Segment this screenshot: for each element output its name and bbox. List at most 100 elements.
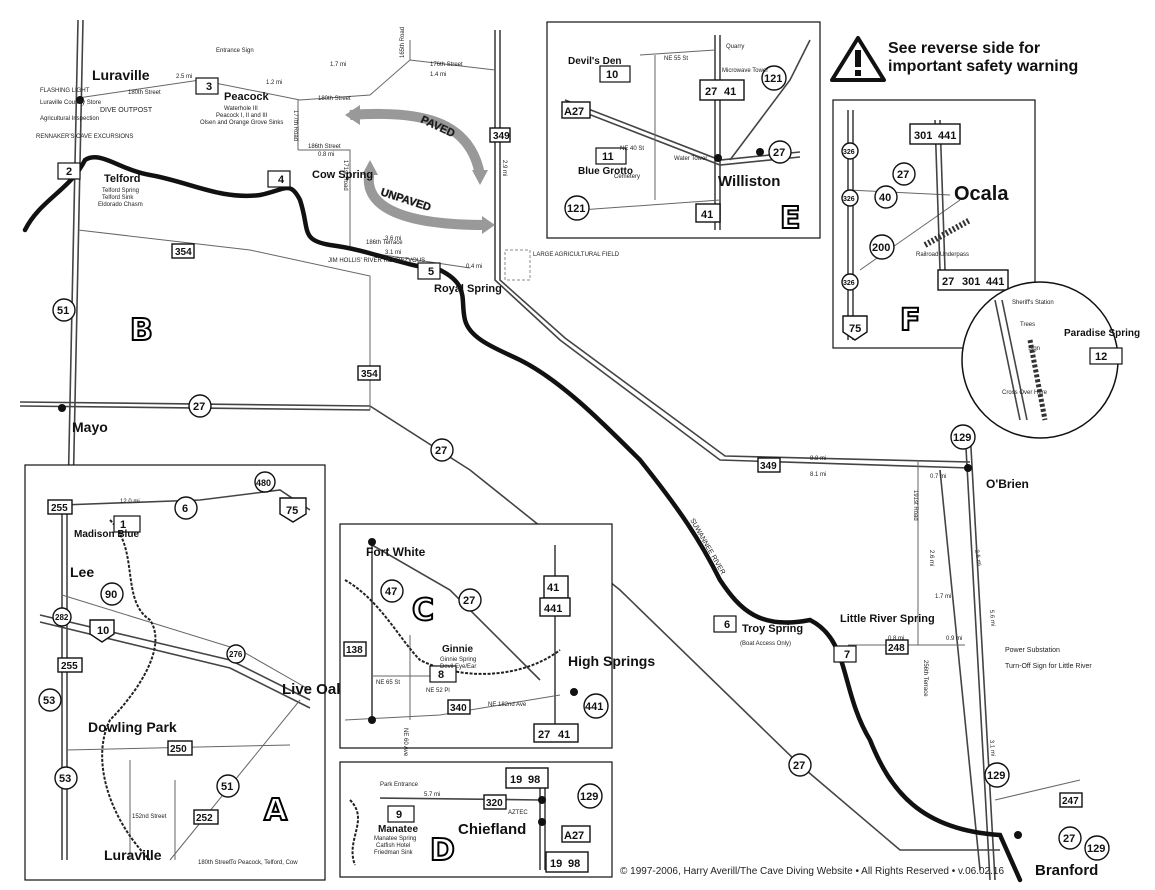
town-branford: Branford <box>1035 862 1098 879</box>
svg-text:(Boat Access Only): (Boat Access Only) <box>740 641 791 647</box>
e-spring-devils-den: Devil's Den <box>568 56 622 67</box>
d-shield-129: 129 <box>577 783 603 809</box>
dist-17: 2.6 mi <box>928 550 934 566</box>
svg-text:320: 320 <box>486 798 503 809</box>
svg-text:2: 2 <box>66 166 72 178</box>
d-note-park: Park Entrance <box>380 782 419 788</box>
e-shield-41: 41 <box>695 203 721 223</box>
svg-text:8: 8 <box>438 669 444 681</box>
luraville-light-marker <box>76 96 84 104</box>
svg-text:27: 27 <box>435 445 447 457</box>
shield-129-a: 129 <box>950 424 976 450</box>
e-town-williston: Williston <box>718 173 780 190</box>
town-luraville-main: Luraville <box>92 67 150 83</box>
svg-text:27: 27 <box>897 169 909 181</box>
f-sheriff: Sheriff's Station <box>1012 300 1054 306</box>
svg-text:47: 47 <box>385 586 397 598</box>
c-road-52: NE 52 Pl <box>426 688 450 694</box>
c-shield-441-b: 441 <box>583 693 609 719</box>
svg-text:129: 129 <box>987 770 1005 782</box>
svg-text:Telford Spring: Telford Spring <box>102 188 139 194</box>
e-shield-121-b: 121 <box>564 195 590 221</box>
svg-text:51: 51 <box>57 305 69 317</box>
spring-3-peacock[interactable]: 3 Peacock Waterhole III Peacock I, II an… <box>195 77 283 126</box>
safety-notice-line2: important safety warning <box>888 58 1079 75</box>
c-road-60: NE 60 Ave <box>402 728 408 757</box>
road-176th-label: 176th Street <box>430 62 463 68</box>
mayo-light-marker <box>58 404 66 412</box>
spring-7-little-river[interactable]: 7 Little River Spring <box>833 613 935 663</box>
d-shield-320: 320 <box>483 794 507 810</box>
svg-text:27: 27 <box>773 147 785 159</box>
dist-4: 1.4 mi <box>430 72 446 78</box>
svg-text:Friedman Sink: Friedman Sink <box>374 850 414 856</box>
svg-text:Eldorado Chasm: Eldorado Chasm <box>98 202 143 208</box>
map-letter-e: E <box>780 201 801 236</box>
svg-text:Troy Spring: Troy Spring <box>742 623 803 635</box>
a-shield-90: 90 <box>100 582 124 606</box>
shield-354-a: 354 <box>171 243 195 259</box>
dist-2: 1.2 mi <box>266 80 282 86</box>
svg-text:Little River Spring: Little River Spring <box>840 613 935 625</box>
svg-text:255: 255 <box>51 503 68 514</box>
d-town-chiefland: Chiefland <box>458 821 526 838</box>
svg-text:Olsen and Orange Grove Sinks: Olsen and Orange Grove Sinks <box>200 120 283 126</box>
svg-text:10: 10 <box>606 69 618 81</box>
spring-4-cow[interactable]: 4 Cow Spring <box>267 169 373 188</box>
ag-field-label: LARGE AGRICULTURAL FIELD <box>533 252 620 258</box>
spring-6-troy[interactable]: 6 Troy Spring (Boat Access Only) <box>713 615 803 647</box>
town-obrien: O'Brien <box>986 477 1029 491</box>
svg-text:Waterhole III: Waterhole III <box>224 106 258 112</box>
c-spring-ginnie: Ginnie <box>442 644 474 655</box>
spring-5-royal[interactable]: 5 Royal Spring <box>417 262 502 295</box>
a-road-180th: 180th Street <box>198 860 231 866</box>
shield-349: 349 <box>489 127 511 143</box>
svg-text:349: 349 <box>493 131 510 142</box>
svg-text:4: 4 <box>278 174 285 186</box>
svg-text:Telford: Telford <box>104 173 140 185</box>
svg-text:354: 354 <box>361 369 378 380</box>
svg-text:129: 129 <box>1087 843 1105 855</box>
spring-2-telford[interactable]: 2 Telford Telford Spring Telford Sink El… <box>57 162 143 208</box>
flashing-light-luraville: FLASHING LIGHT <box>40 88 90 94</box>
dist-19: 5.6 mi <box>988 610 995 627</box>
svg-text:340: 340 <box>450 703 467 714</box>
e-shield-121: 121 <box>761 65 787 91</box>
f-town-ocala: Ocala <box>954 183 1009 205</box>
inset-a: 255 6 480 75 90 10 282 276 255 53 53 250… <box>24 464 345 881</box>
road-186th-label: 186th Street <box>308 144 341 150</box>
shield-27-b: 27 <box>430 438 454 462</box>
a-spring-1-box <box>113 515 141 533</box>
f-shield-368: 326 <box>841 273 859 291</box>
road-165th-label: 165th Road <box>400 27 406 58</box>
svg-text:27: 27 <box>793 760 805 772</box>
dist-8: 3.1 mi <box>385 250 401 256</box>
svg-text:51: 51 <box>221 781 233 793</box>
svg-text:53: 53 <box>59 773 71 785</box>
shield-27-a: 27 <box>188 394 212 418</box>
f-shield-27: 27 <box>892 162 916 186</box>
ag-field-outline <box>504 249 531 281</box>
svg-text:480: 480 <box>256 478 271 488</box>
dist-7: 3.6 mi <box>385 236 401 242</box>
e-cemetery: Cemetery <box>614 174 640 180</box>
map-letter-a: A <box>264 793 288 828</box>
a-shield-255: 255 <box>47 499 73 515</box>
svg-text:349: 349 <box>760 461 777 472</box>
svg-text:27: 27 <box>193 401 205 413</box>
shield-51: 51 <box>52 298 76 322</box>
a-shield-255-b: 255 <box>57 657 83 673</box>
obrien-light-marker <box>964 464 972 472</box>
dist-3: 1.7 mi <box>330 62 346 68</box>
town-mayo: Mayo <box>72 419 108 435</box>
svg-text:27: 27 <box>705 86 717 98</box>
svg-text:27: 27 <box>538 729 550 741</box>
c-shield-41: 41 <box>543 575 569 599</box>
